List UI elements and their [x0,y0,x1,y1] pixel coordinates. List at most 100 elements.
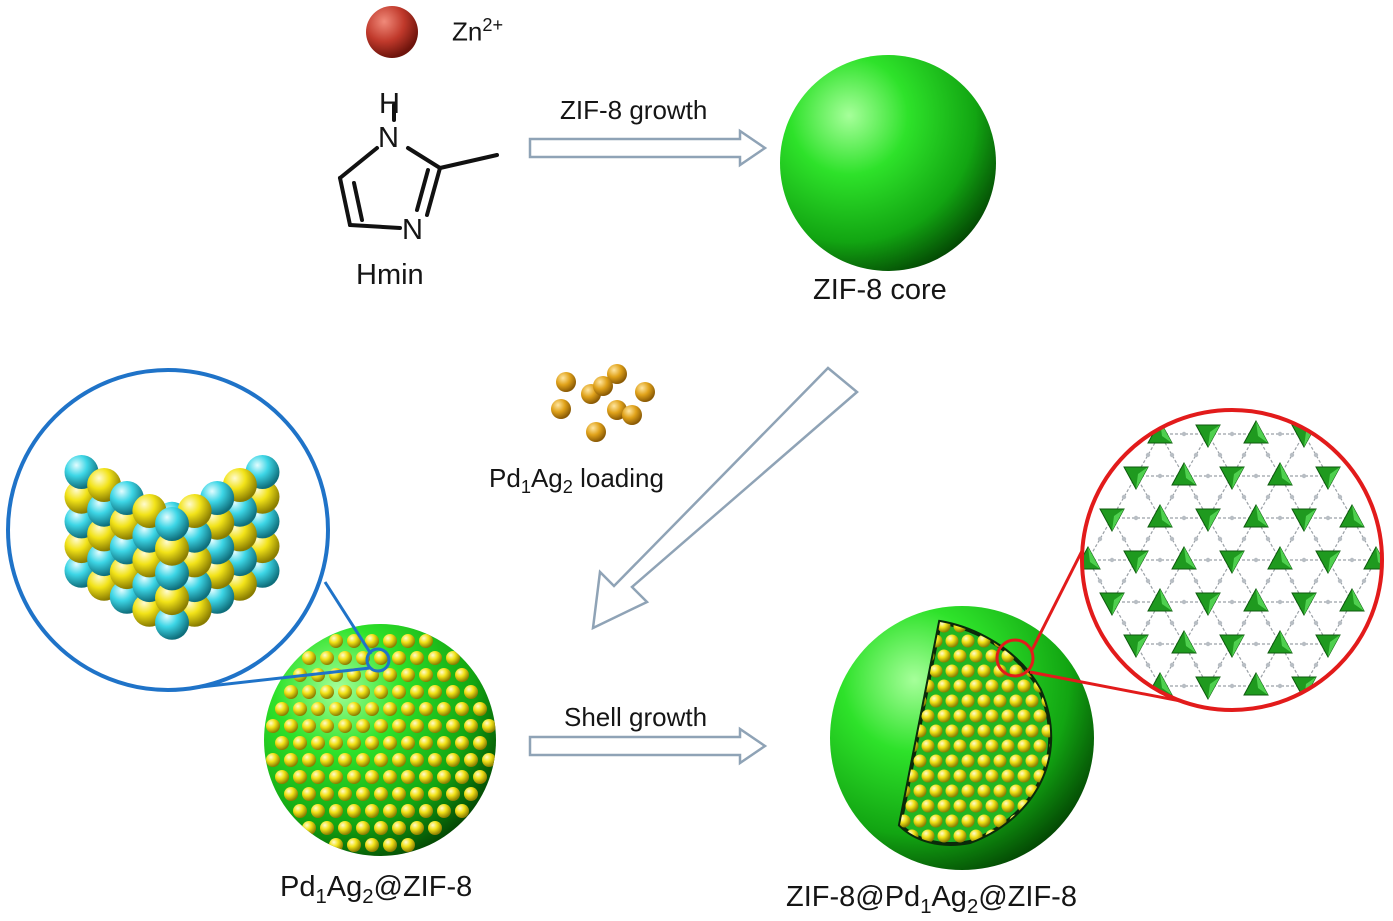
linker-atom [1205,641,1211,647]
surface-nanoparticle [293,770,307,784]
inner-nanoparticle [977,664,991,678]
surface-nanoparticle [302,787,316,801]
surface-nanoparticle [419,770,433,784]
linker-atom [1229,683,1235,689]
tetrahedron-face [1160,673,1172,695]
inner-nanoparticle [913,754,927,768]
inner-nanoparticle [1017,739,1031,753]
surface-nanoparticle [401,668,415,682]
inner-nanoparticle [929,664,943,678]
linker-atom [1193,536,1199,542]
inner-nanoparticle [985,649,999,663]
tetrahedron-face [1256,421,1268,443]
surface-nanoparticle [383,736,397,750]
tetrahedron-face [1232,551,1244,573]
surface-nanoparticle [437,668,451,682]
zoom-line-blue-lower [191,666,371,690]
linker-atom [1181,515,1187,521]
surface-nanoparticle [392,651,406,665]
linker-atom [1145,494,1151,500]
ag-atom [155,581,189,616]
tetrahedron-face [1376,547,1382,569]
linker-atom [1121,536,1127,542]
tetrahedron-face [1208,509,1220,531]
inner-nanoparticle [969,709,983,723]
linker-atom [1133,599,1139,605]
surface-nanoparticle [401,770,415,784]
linker-atom [1289,578,1295,584]
inner-nanoparticle [1025,754,1039,768]
linker-atom [1169,578,1175,584]
linker-atom [1277,683,1283,689]
tetrahedron-face [1184,631,1196,653]
growth-arrow-icon [528,128,768,168]
surface-nanoparticle [329,702,343,716]
inner-nanoparticle [993,694,1007,708]
surface-nanoparticle [401,736,415,750]
linker-atom [1337,578,1343,584]
linker-atom [1217,452,1223,458]
surface-nanoparticle [356,719,370,733]
inner-nanoparticle [1049,622,1051,633]
linker-atom [1241,620,1247,626]
linker-atom [1265,494,1271,500]
inner-nanoparticle [1033,739,1047,753]
inner-nanoparticle [1017,709,1031,723]
loading-arrow-icon [591,366,859,631]
inner-nanoparticle [961,754,975,768]
linker-atom [1313,452,1319,458]
surface-nanoparticle [356,685,370,699]
surface-nanoparticle [365,736,379,750]
linker-bond [1135,559,1161,603]
surface-nanoparticle [419,804,433,818]
linker-bond [1159,517,1185,561]
surface-nanoparticle [383,668,397,682]
linker-atom [1193,494,1199,500]
inner-nanoparticle [953,649,967,663]
linker-atom [1337,494,1343,500]
pd-atom [155,605,189,640]
surface-nanoparticle [428,753,442,767]
inner-nanoparticle [1001,709,1015,723]
surface-nanoparticle [455,736,469,750]
surface-nanoparticle [410,753,424,767]
zoom-marker-blue [365,647,391,673]
surface-nanoparticle [401,702,415,716]
tetrahedron-face [1280,463,1292,485]
inner-nanoparticle [953,769,967,783]
inner-nanoparticle [977,754,991,768]
linker-atom [1301,473,1307,479]
inner-nanoparticle [993,784,1007,798]
tetrahedron-face [1208,677,1220,699]
inner-nanoparticle [937,799,951,813]
linker-atom [1169,494,1175,500]
inner-nanoparticle [993,814,1007,828]
linker-atom [1325,515,1331,521]
inner-nanoparticle [1009,724,1023,738]
surface-nanoparticle [329,736,343,750]
linker-atom [1169,620,1175,626]
inner-nanoparticle [977,694,991,708]
linker-bond [1255,601,1281,645]
surface-nanoparticle [473,736,487,750]
inner-nanoparticle [993,664,1007,678]
linker-atom [1121,578,1127,584]
hmin-structure-icon [338,103,499,230]
inner-nanoparticle [1001,799,1015,813]
inner-nanoparticle [969,649,983,663]
inner-nanoparticle [1001,679,1015,693]
tetrahedron-face [1280,547,1292,569]
alloy-particle [622,405,642,425]
inner-nanoparticle [961,664,975,678]
tetrahedron-face [1184,463,1196,485]
surface-nanoparticle [392,685,406,699]
inner-nanoparticle [945,814,959,828]
linker-atom [1217,662,1223,668]
loaded-label: Pd1Ag2@ZIF-8 [280,871,473,908]
inner-nanoparticle [945,784,959,798]
surface-nanoparticle [410,787,424,801]
linker-atom [1289,494,1295,500]
linker-atom [1205,557,1211,563]
linker-bond [1135,643,1161,687]
surface-nanoparticle [419,668,433,682]
